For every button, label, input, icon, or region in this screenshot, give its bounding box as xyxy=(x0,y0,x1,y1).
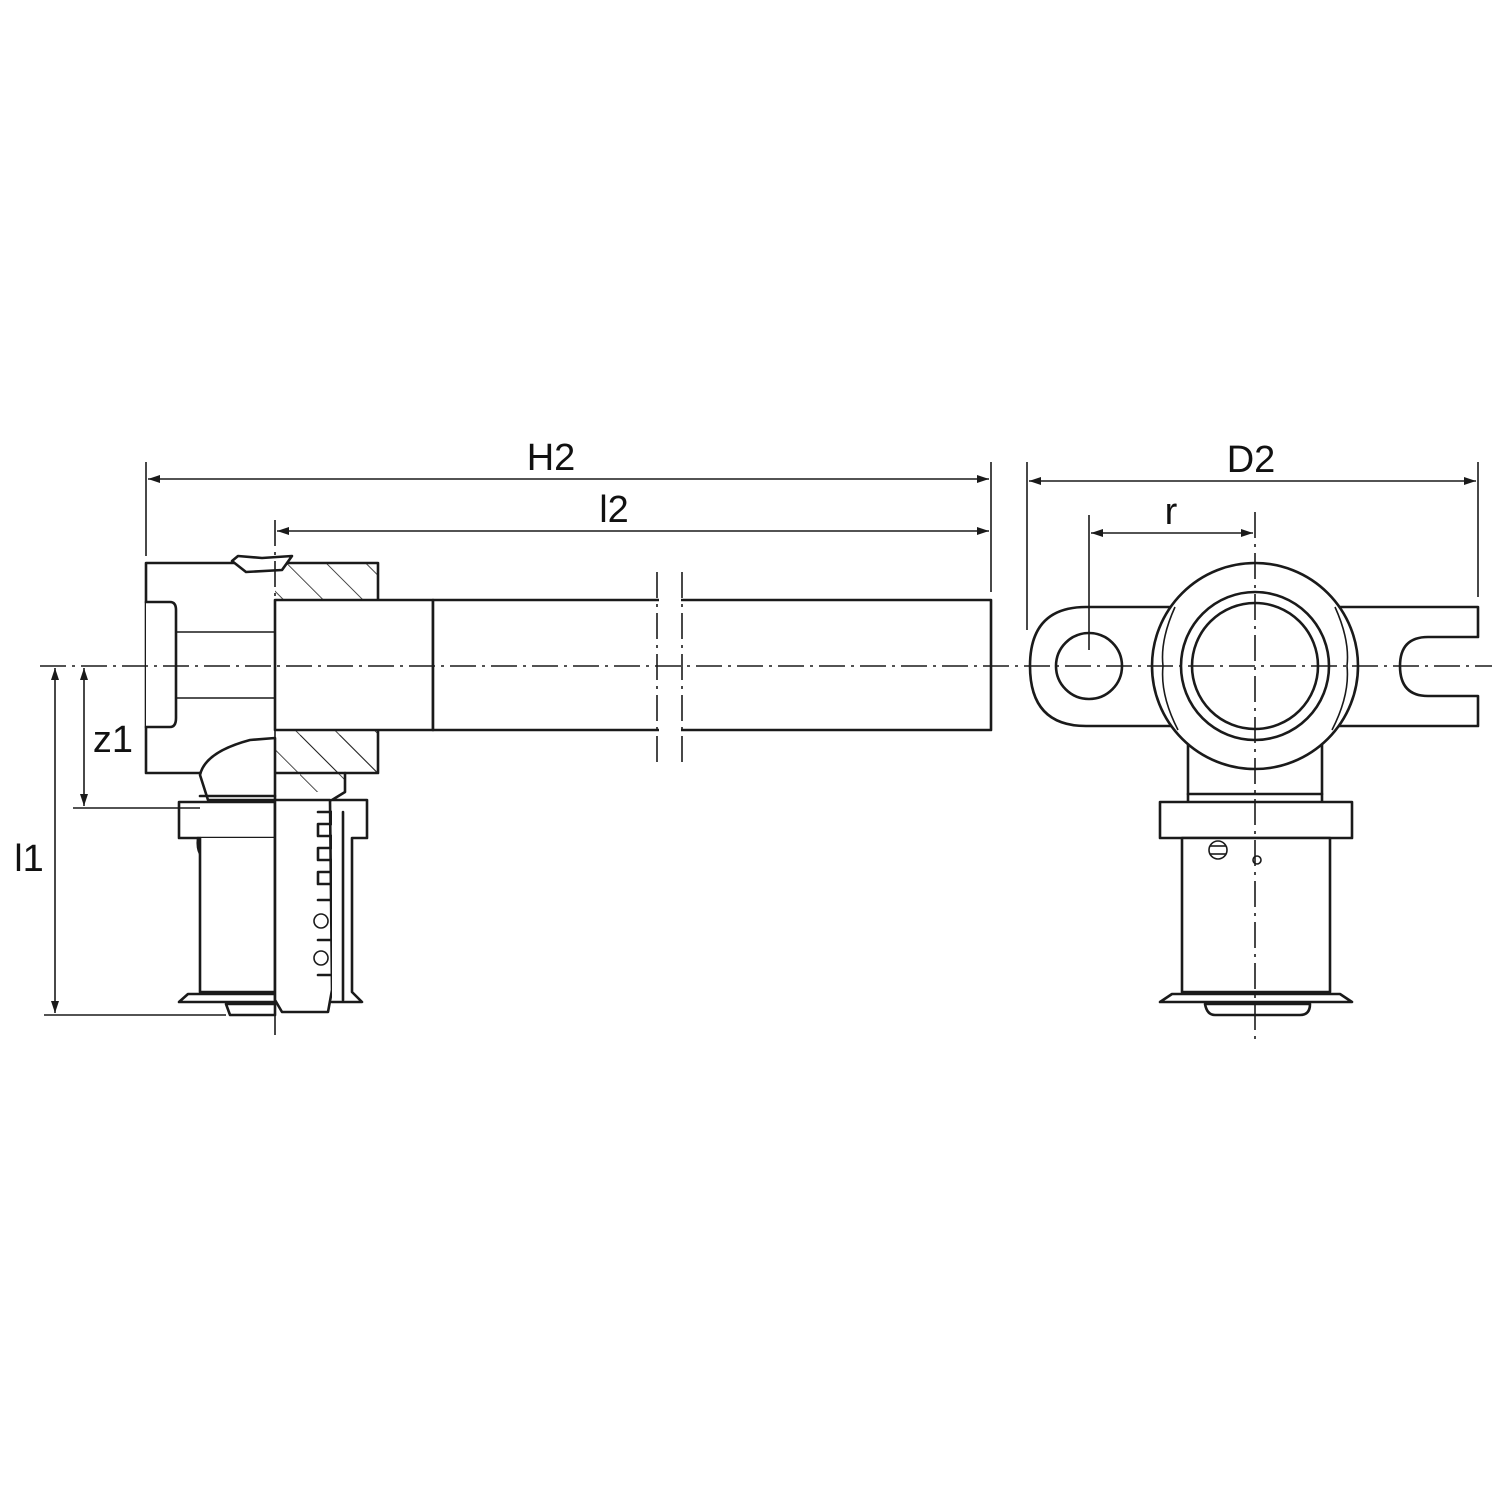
side-view xyxy=(144,554,993,1017)
dim-label-l2: l2 xyxy=(599,489,629,531)
front-view xyxy=(1028,561,1480,1017)
dim-label-r: r xyxy=(1165,491,1178,533)
dim-label-d2: D2 xyxy=(1227,439,1276,481)
press-sleeve-front xyxy=(1180,836,1332,994)
press-sleeve xyxy=(198,836,277,994)
press-ring-front xyxy=(1158,800,1354,840)
outlet-bore xyxy=(273,598,435,732)
dim-label-h2: H2 xyxy=(527,437,576,479)
dim-label-l1: l1 xyxy=(14,838,44,880)
thread-insert xyxy=(144,600,178,729)
top-tab xyxy=(230,554,294,574)
pipe xyxy=(431,598,993,732)
sleeve-section xyxy=(273,798,334,1014)
dim-label-z1: z1 xyxy=(93,719,133,761)
dimension-lines xyxy=(44,462,1479,1016)
